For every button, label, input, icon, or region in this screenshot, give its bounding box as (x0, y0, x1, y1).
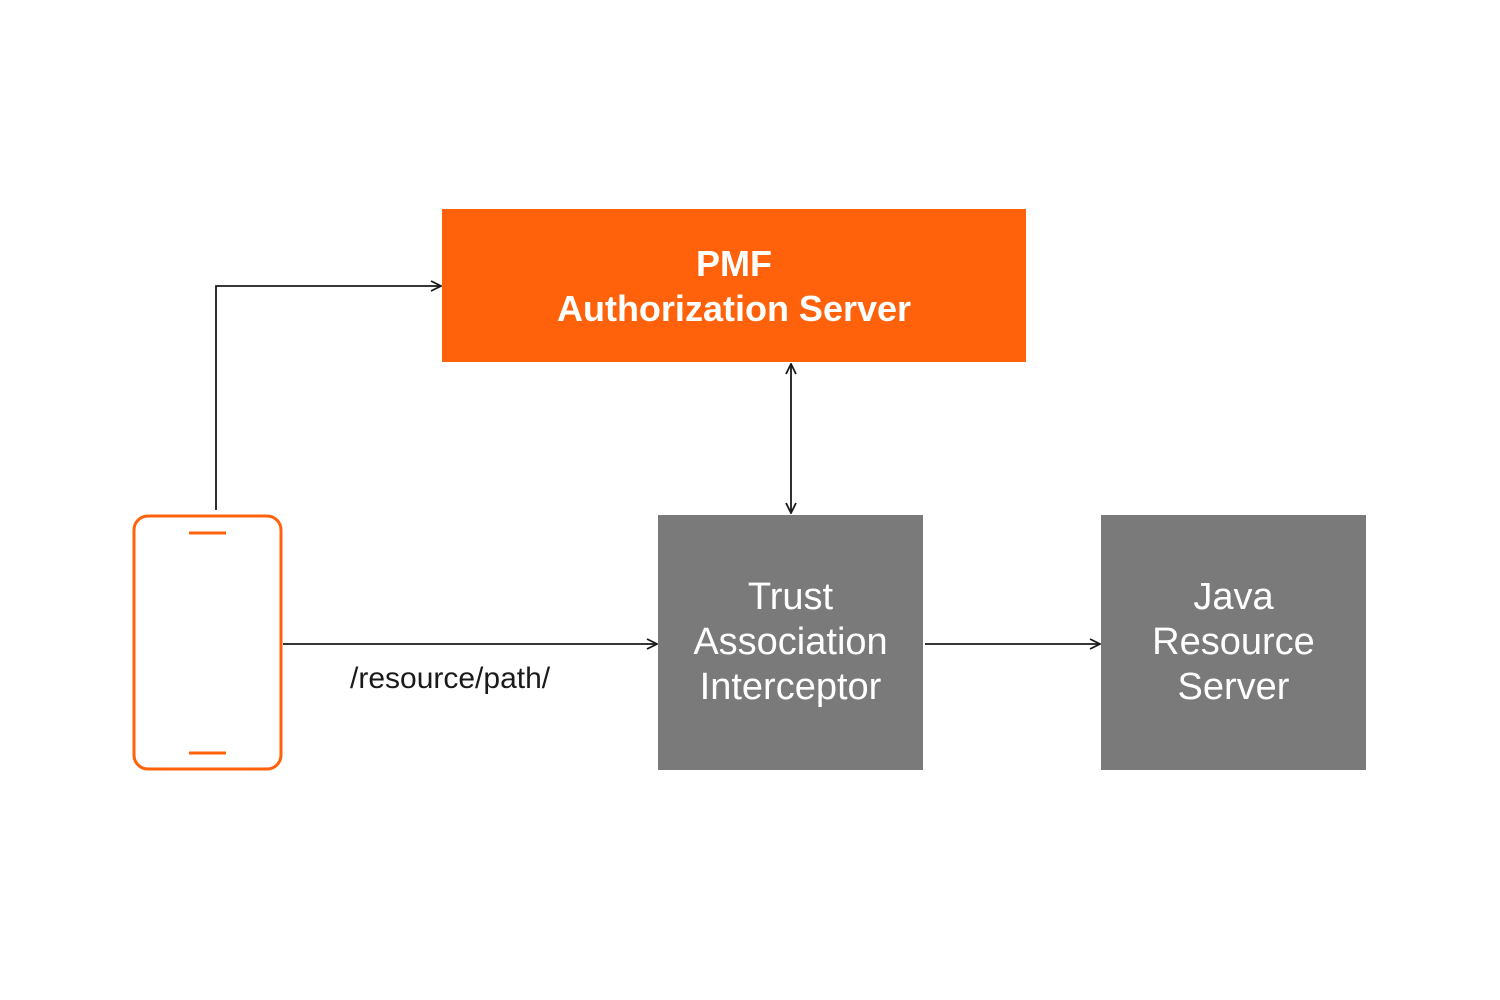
auth-server-title-line1: PMF (696, 242, 772, 284)
request-path-label: /resource/path/ (350, 662, 551, 695)
authorization-server-box: PMF Authorization Server (442, 209, 1026, 362)
tai-label-line1: Trust (747, 576, 834, 618)
jrs-label-line3: Server (1177, 666, 1290, 708)
jrs-label-line1: Java (1193, 576, 1274, 618)
tai-label-line2: Association (693, 621, 888, 663)
tai-label-line3: Interceptor (699, 666, 882, 708)
phone-to-auth-arrow (215, 286, 441, 510)
auth-server-title-line2: Authorization Server (556, 287, 912, 329)
mobile-phone-icon (132, 514, 283, 771)
jrs-label-line2: Resource (1152, 621, 1315, 663)
java-resource-server-box: Java Resource Server (1101, 515, 1366, 770)
trust-association-interceptor-box: Trust Association Interceptor (658, 515, 923, 770)
